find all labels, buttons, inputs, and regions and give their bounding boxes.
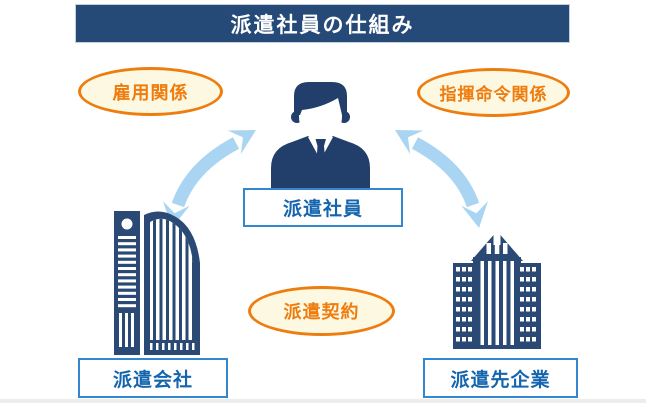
bottom-divider <box>0 399 646 403</box>
command-relation-badge: 指揮命令関係 <box>417 68 570 117</box>
employment-relation-badge: 雇用関係 <box>78 67 223 116</box>
worker-label: 派遣社員 <box>282 199 363 220</box>
employment-relation-label: 雇用関係 <box>112 82 189 103</box>
command-arrow-icon <box>395 130 488 228</box>
command-relation-label: 指揮命令関係 <box>439 85 548 104</box>
agency-label-box: 派遣会社 <box>78 358 228 398</box>
diagram-title: 派遣社員の仕組み <box>230 13 415 37</box>
employment-arrow-icon <box>163 130 256 228</box>
worker-label-box: 派遣社員 <box>243 188 403 227</box>
agency-building-icon <box>114 211 200 355</box>
client-building-icon <box>453 229 541 349</box>
client-label: 派遣先企業 <box>450 369 551 391</box>
agency-label: 派遣会社 <box>112 369 193 391</box>
client-label-box: 派遣先企業 <box>423 358 578 398</box>
dispatch-contract-badge: 派遣契約 <box>248 286 395 336</box>
businessman-icon <box>271 82 370 188</box>
diagram-title-banner: 派遣社員の仕組み <box>75 4 570 43</box>
dispatch-contract-label: 派遣契約 <box>283 302 360 322</box>
